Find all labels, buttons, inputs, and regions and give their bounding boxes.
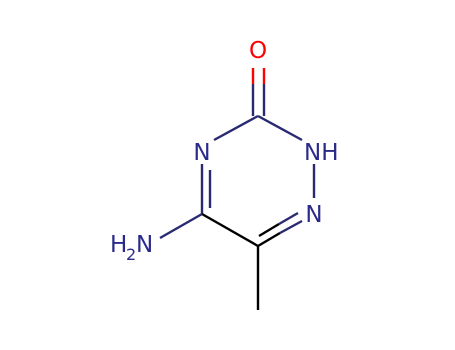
atom-oxygen: O [249, 38, 267, 64]
atom-amino: H 2 N [110, 232, 153, 264]
bonds [159, 68, 316, 310]
amino-subscript: 2 [126, 245, 136, 264]
bond-c5-c6 [201, 212, 259, 248]
bond-c6-n1-double [257, 211, 303, 248]
bond-n4-c5-double [200, 164, 212, 214]
atom-n2-h: NH [304, 140, 339, 166]
atom-labels: O N NH N H 2 N [110, 38, 339, 264]
atom-n1: N [305, 202, 322, 228]
bond-c3-n4 [213, 114, 259, 142]
atom-n4: N [193, 140, 210, 166]
amino-h: H [110, 232, 127, 258]
bond-c5-amino [159, 212, 203, 240]
bond-c3-o-double [251, 68, 266, 116]
bond-c3-n2 [257, 114, 303, 142]
amino-n: N [136, 232, 153, 258]
